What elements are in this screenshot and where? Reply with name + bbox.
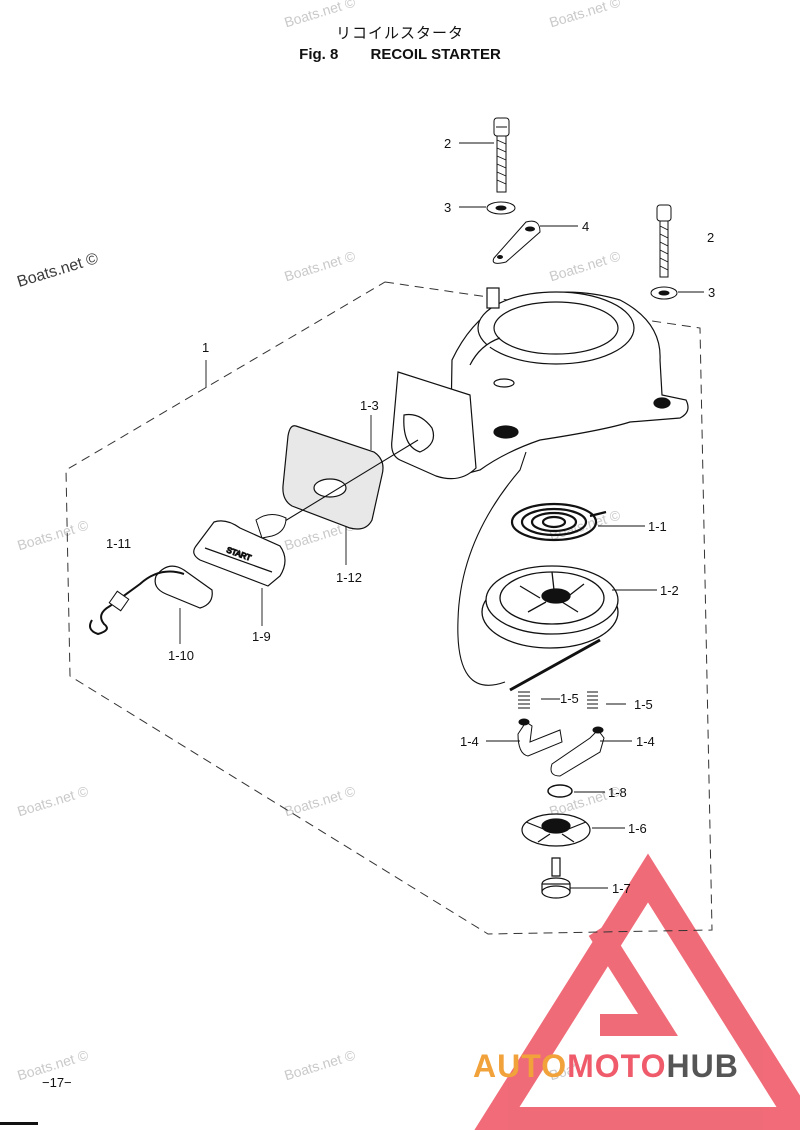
starter-case-part [449,287,689,479]
bracket-part [492,220,541,264]
snap-ring-part [547,784,573,798]
rope-knot-part [255,514,287,539]
callout-1-9: 1-9 [252,629,271,644]
washer-part [486,201,516,215]
callout-washer: 3 [708,285,715,300]
spiral-spring-part [510,502,607,542]
callout-1-4: 1-4 [460,734,479,749]
callout-bolt: 2 [444,136,451,151]
center-screw-part [541,857,571,899]
automotohub-logo-text: AUTOMOTOHUB [473,1048,739,1084]
callout-bracket: 4 [582,219,589,234]
rope-hook-part [89,570,185,636]
callout-1-10: 1-10 [168,648,194,663]
washer-part [650,286,678,300]
pawl-spring-part [518,691,530,709]
hook-clip-part [108,590,130,612]
figure-number: Fig. 8 [299,46,339,63]
callout-bolt: 2 [707,230,714,245]
callout-assembly: 1 [202,340,209,355]
starter-handle-part: START [193,520,286,587]
page-number: −17− [42,1075,72,1090]
callout-1-2: 1-2 [660,583,679,598]
callout-1-7: 1-7 [612,881,631,896]
title-japanese: リコイルスタータ [335,24,464,42]
callout-1-12: 1-12 [336,570,362,585]
handle-insert-part [154,565,213,609]
automotohub-logo-mark [474,853,800,1130]
leader-lines [179,142,704,889]
callout-1-6: 1-6 [628,821,647,836]
page-edge-mark [0,1122,38,1125]
callout-1-4: 1-4 [636,734,655,749]
callout-1-5: 1-5 [634,697,653,712]
drive-plate-part [521,813,591,847]
figure-title: Fig. 8 RECOIL STARTER [0,46,800,63]
callout-1-1: 1-1 [648,519,667,534]
pawl-part [550,726,605,777]
seal-plate-part [282,425,384,530]
figure-name: RECOIL STARTER [370,46,501,63]
bolt-part [493,117,510,193]
callout-1-3: 1-3 [360,398,379,413]
rope-guide-part [391,371,477,480]
assembly-boundary [65,281,713,935]
callout-1-5: 1-5 [560,691,579,706]
pawl-spring-part [587,691,598,709]
callout-1-11: 1-11 [106,536,131,551]
starter-rope [279,439,527,686]
bolt-part [656,204,672,278]
callout-1-8: 1-8 [608,785,627,800]
rope-reel-part [481,565,619,649]
pawl-part [517,718,563,757]
callout-washer: 3 [444,200,451,215]
